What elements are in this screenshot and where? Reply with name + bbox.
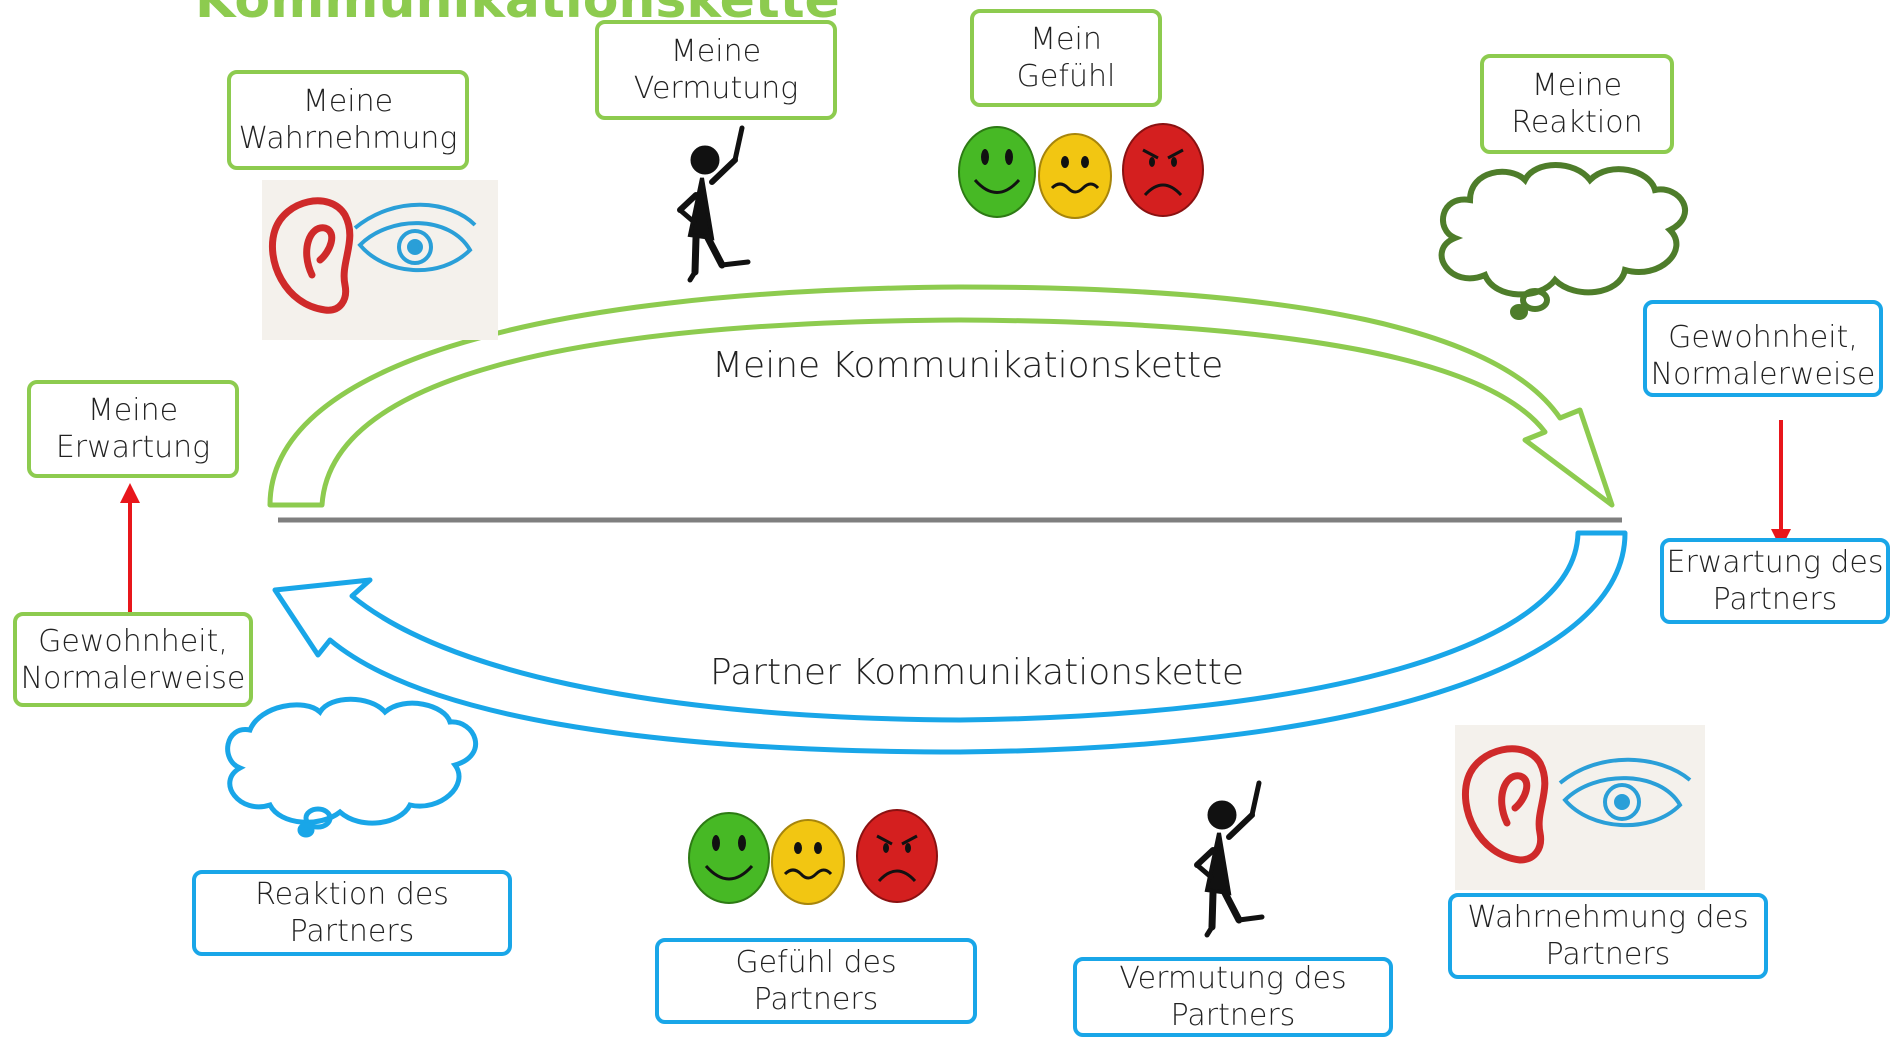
my-chain-arrow [267, 284, 1615, 508]
angry-smiley-icon [1122, 123, 1204, 217]
my-feeling-box: Mein Gefühl [970, 9, 1162, 107]
ear-icon [1461, 745, 1549, 864]
worried-smiley-icon [771, 819, 845, 905]
partner-feeling-box: Gefühl des Partners [655, 938, 977, 1024]
habit-to-expectation-arrow [120, 483, 140, 612]
happy-smiley-icon [688, 812, 770, 904]
my-expectation-box: Meine Erwartung [27, 380, 239, 478]
angry-smiley-icon [856, 809, 938, 903]
eye-icon [1558, 757, 1692, 827]
partner-reaction-box: Reaktion des Partners [192, 870, 512, 956]
partner-perception-image [1455, 725, 1705, 890]
happy-smiley-icon [958, 126, 1036, 218]
my-perception-box: Meine Wahrnehmung [227, 70, 469, 170]
my-feeling-smileys [958, 123, 1204, 219]
thought-cloud-icon [1438, 162, 1688, 320]
partner-perception-box: Wahrnehmung des Partners [1448, 893, 1768, 979]
my-chain-label: Meine Kommunikationskette [712, 345, 1224, 386]
my-perception-image [262, 180, 498, 340]
worried-smiley-icon [1038, 133, 1112, 219]
partner-feeling-smileys [688, 809, 938, 905]
my-reaction-box: Meine Reaktion [1480, 54, 1674, 154]
partner-thinking-figure-icon [1194, 780, 1265, 938]
my-habit-box: Gewohnheit, Normalerweise [13, 612, 253, 707]
partner-thought-cloud-icon [225, 696, 479, 838]
partner-habit-to-expectation-arrow [1771, 420, 1791, 549]
partner-chain-label: Partner Kommunikationskette [710, 652, 1244, 693]
partner-expectation-box: Erwartung des Partners [1660, 538, 1890, 624]
partner-chain-arrow [272, 530, 1628, 755]
partner-assumption-box: Vermutung des Partners [1073, 957, 1393, 1037]
partner-habit-box: Gewohnheit, Normalerweise [1643, 300, 1883, 397]
my-assumption-box: Meine Vermutung [595, 20, 837, 120]
thinking-figure-icon [677, 125, 751, 283]
eye-icon [353, 202, 477, 272]
ear-icon [268, 197, 354, 314]
